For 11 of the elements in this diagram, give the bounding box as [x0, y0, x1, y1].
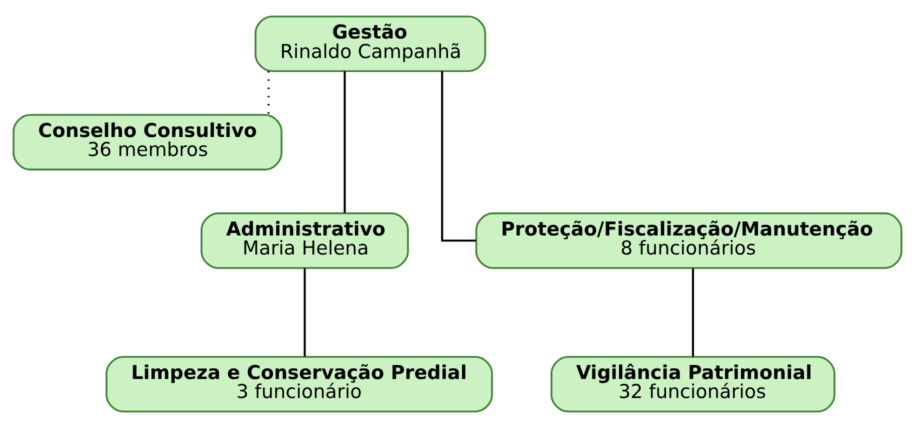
connector — [304, 268, 306, 356]
node-box: Conselho Consultivo 36 membros — [12, 114, 282, 170]
connector — [267, 70, 270, 114]
node-box: Gestão Rinaldo Campanhã — [254, 15, 486, 72]
connector — [441, 70, 476, 242]
node-box: Proteção/Fiscalização/Manutenção 8 funcionários — [475, 212, 902, 268]
node-box: Vigilância Patrimonial 32 funcionários — [550, 355, 836, 412]
connector — [344, 70, 346, 212]
node-box: Administrativo Maria Helena — [200, 212, 409, 268]
node-box: Limpeza e Conservação Predial 3 funcionário — [106, 355, 493, 412]
connector — [692, 268, 694, 356]
